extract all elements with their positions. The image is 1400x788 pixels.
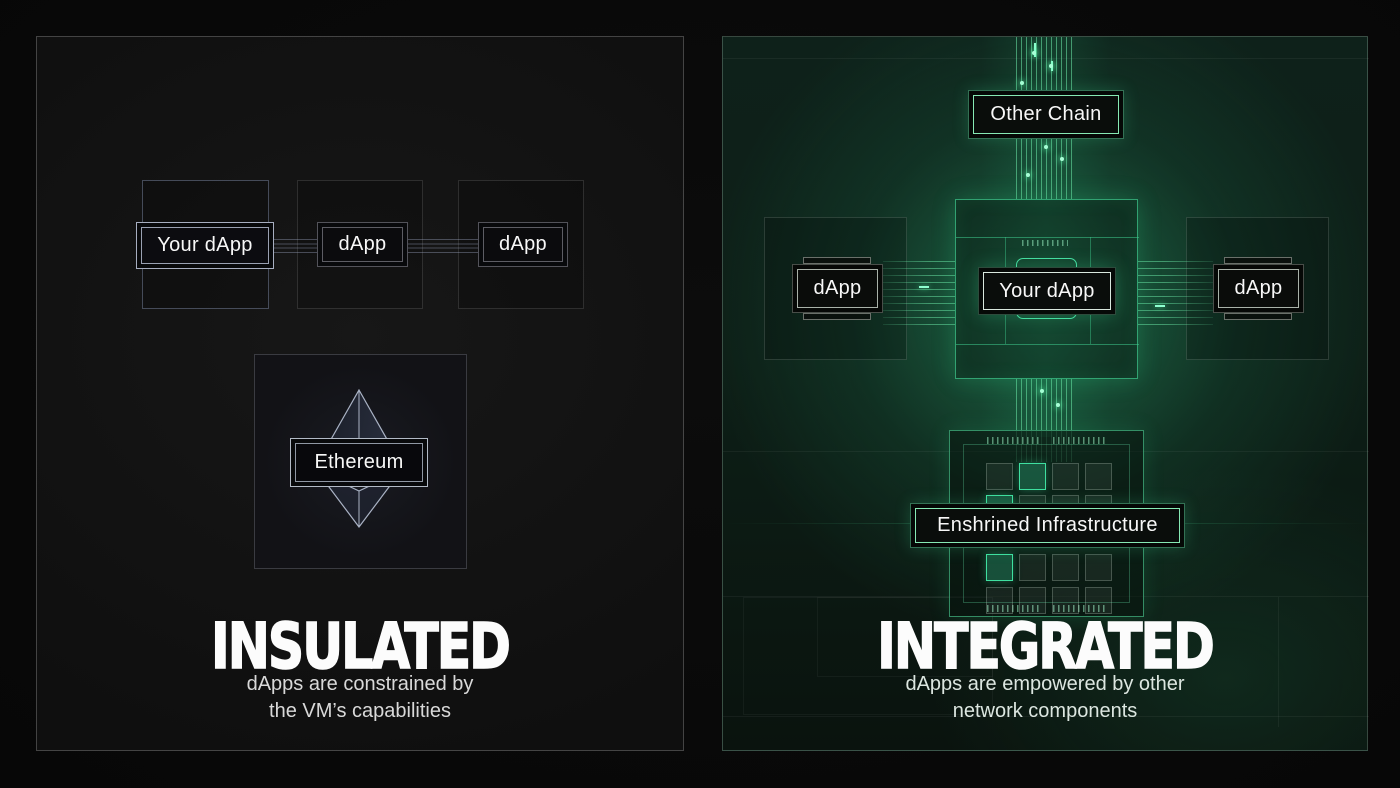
chip-pin-ticks [1022,240,1068,246]
enshrined-infra-label: Enshrined Infrastructure [915,508,1180,543]
your-dapp-label: Your dApp [141,227,269,264]
infra-module [1019,587,1046,614]
your-dapp-label: Your dApp [983,272,1111,310]
connector-lines-2 [408,239,479,253]
infra-module [986,587,1013,614]
your-dapp-label-box: Your dApp [136,222,274,269]
insulated-subtitle: dApps are constrained by the VM’s capabi… [37,671,683,725]
vertical-bus-top [1016,37,1076,90]
insulated-subtitle-line1: dApps are constrained by [246,673,474,695]
ethereum-label-box: Ethereum [290,438,428,487]
chip-divider-bottom [956,344,1139,345]
chip-divider-top [956,237,1139,238]
bg-trace-line [723,716,1369,717]
vertical-bus-lower [1016,379,1076,430]
dapp-right-label: dApp [1218,269,1299,308]
dapp-left-socket-tab-top [803,257,871,264]
bus-pulse-dash [1155,305,1165,307]
horizontal-bus-left [883,261,955,325]
bus-packet-dot [1056,403,1060,407]
connector-lines-1 [274,239,318,253]
horizontal-bus-right [1138,261,1213,325]
insulated-panel: Your dApp dApp dApp Ethereum INSUL [36,36,684,751]
infra-pin-ticks [1053,605,1108,612]
bus-packet-dot [1044,145,1048,149]
dapp-left-label-box: dApp [792,264,883,313]
dapp3-label: dApp [483,227,563,262]
bus-packet-dot [1060,157,1064,161]
infra-module [1019,554,1046,581]
infra-module [1052,587,1079,614]
bus-packet-dot [1020,81,1024,85]
dapp-left-label: dApp [797,269,878,308]
integrated-subtitle-line1: dApps are empowered by other [905,673,1185,695]
integrated-panel: Other Chain dApp dApp Your dApp Enshrine… [722,36,1369,751]
infra-module [1085,587,1112,614]
dapp-right-socket-tab-bottom [1224,313,1292,320]
integrated-subtitle-line2: network components [952,700,1138,722]
bg-circuit-rect [743,597,993,715]
dapp3-label-box: dApp [478,222,568,267]
bg-circuit-vline [1278,597,1279,727]
ethereum-label: Ethereum [295,443,423,482]
dapp2-label-box: dApp [317,222,408,267]
bus-packet-dot [1049,64,1053,68]
your-dapp-label-box: Your dApp [978,267,1116,315]
infra-pin-ticks [987,605,1042,612]
bus-packet-dot [1026,173,1030,177]
insulated-title: INSULATED [210,610,511,683]
infra-module [1052,463,1079,490]
bus-packet-dot [1032,51,1036,55]
integrated-subtitle: dApps are empowered by other network com… [723,671,1367,725]
infra-module [1085,463,1112,490]
bus-packet-dot [1040,389,1044,393]
bg-circuit-rect [817,597,993,677]
other-chain-label-box: Other Chain [968,90,1124,139]
infra-module [986,463,1013,490]
infra-pin-ticks [1053,437,1108,444]
infra-module-active [1019,463,1046,490]
infra-pin-ticks [987,437,1042,444]
enshrined-infra-label-box: Enshrined Infrastructure [910,503,1185,548]
integrated-title: INTEGRATED [877,610,1216,683]
dapp-left-socket-tab-bottom [803,313,871,320]
bus-pulse-dash [1034,43,1036,57]
infra-module [1085,554,1112,581]
dapp-right-label-box: dApp [1213,264,1304,313]
other-chain-label: Other Chain [973,95,1119,134]
bus-pulse-dash [919,286,929,288]
infra-module [1052,554,1079,581]
infra-module-active [986,554,1013,581]
vertical-bus-mid [1016,139,1076,199]
insulated-subtitle-line2: the VM’s capabilities [269,700,451,722]
dapp2-label: dApp [322,227,403,262]
dapp-right-socket-tab-top [1224,257,1292,264]
